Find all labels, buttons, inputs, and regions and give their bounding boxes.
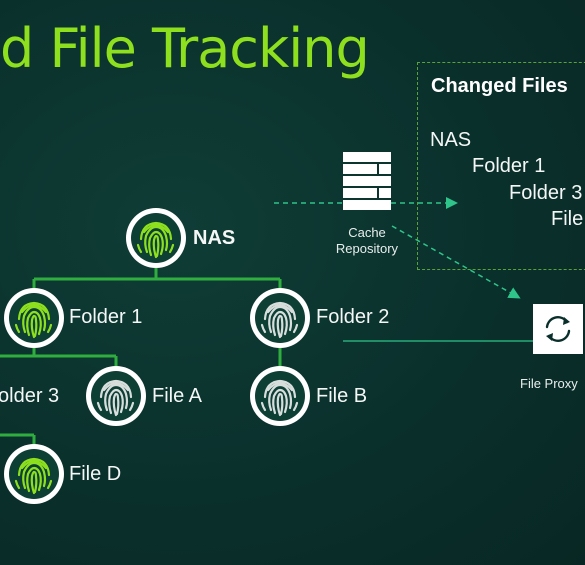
fileA-node[interactable] bbox=[86, 366, 146, 426]
page-title: d File Tracking bbox=[0, 17, 370, 80]
fileB-node[interactable] bbox=[250, 366, 310, 426]
nas-label: NAS bbox=[193, 227, 236, 249]
file-proxy-label: File Proxy bbox=[520, 376, 578, 391]
fingerprint-icon bbox=[90, 370, 142, 422]
changed-tree-item: File bbox=[551, 208, 584, 230]
file-proxy-box[interactable] bbox=[533, 304, 583, 354]
tree-connectors bbox=[0, 268, 282, 445]
fingerprint-icon bbox=[254, 370, 306, 422]
changed-tree-item: NAS bbox=[430, 129, 472, 151]
fileD-label: File D bbox=[69, 463, 122, 485]
folder1-label: Folder 1 bbox=[69, 306, 143, 328]
changed-files-title: Changed Files bbox=[431, 75, 568, 97]
folder2-label: Folder 2 bbox=[316, 306, 390, 328]
fileB-label: File B bbox=[316, 385, 368, 407]
fileD-node[interactable] bbox=[4, 444, 64, 504]
cache-to-proxy-arrow bbox=[391, 225, 521, 299]
changed-tree-item: Folder 1 bbox=[472, 155, 546, 177]
fingerprint-icon bbox=[8, 448, 60, 500]
nas-node[interactable] bbox=[126, 208, 186, 268]
fingerprint-icon bbox=[8, 292, 60, 344]
cache-repository-label: Cache Repository bbox=[335, 225, 399, 256]
folder2-node[interactable] bbox=[250, 288, 310, 348]
fileA-label: File A bbox=[152, 385, 203, 407]
changed-tree-item: Folder 3 bbox=[509, 182, 583, 204]
sync-icon bbox=[545, 316, 571, 342]
changed-files-panel: Changed Files NAS Folder 1 Folder 3 File bbox=[417, 62, 585, 270]
folder1-node[interactable] bbox=[4, 288, 64, 348]
folder3-label: older 3 bbox=[0, 385, 60, 407]
fingerprint-icon bbox=[254, 292, 306, 344]
fingerprint-icon bbox=[130, 212, 182, 264]
cache-repository-icon bbox=[343, 152, 391, 210]
